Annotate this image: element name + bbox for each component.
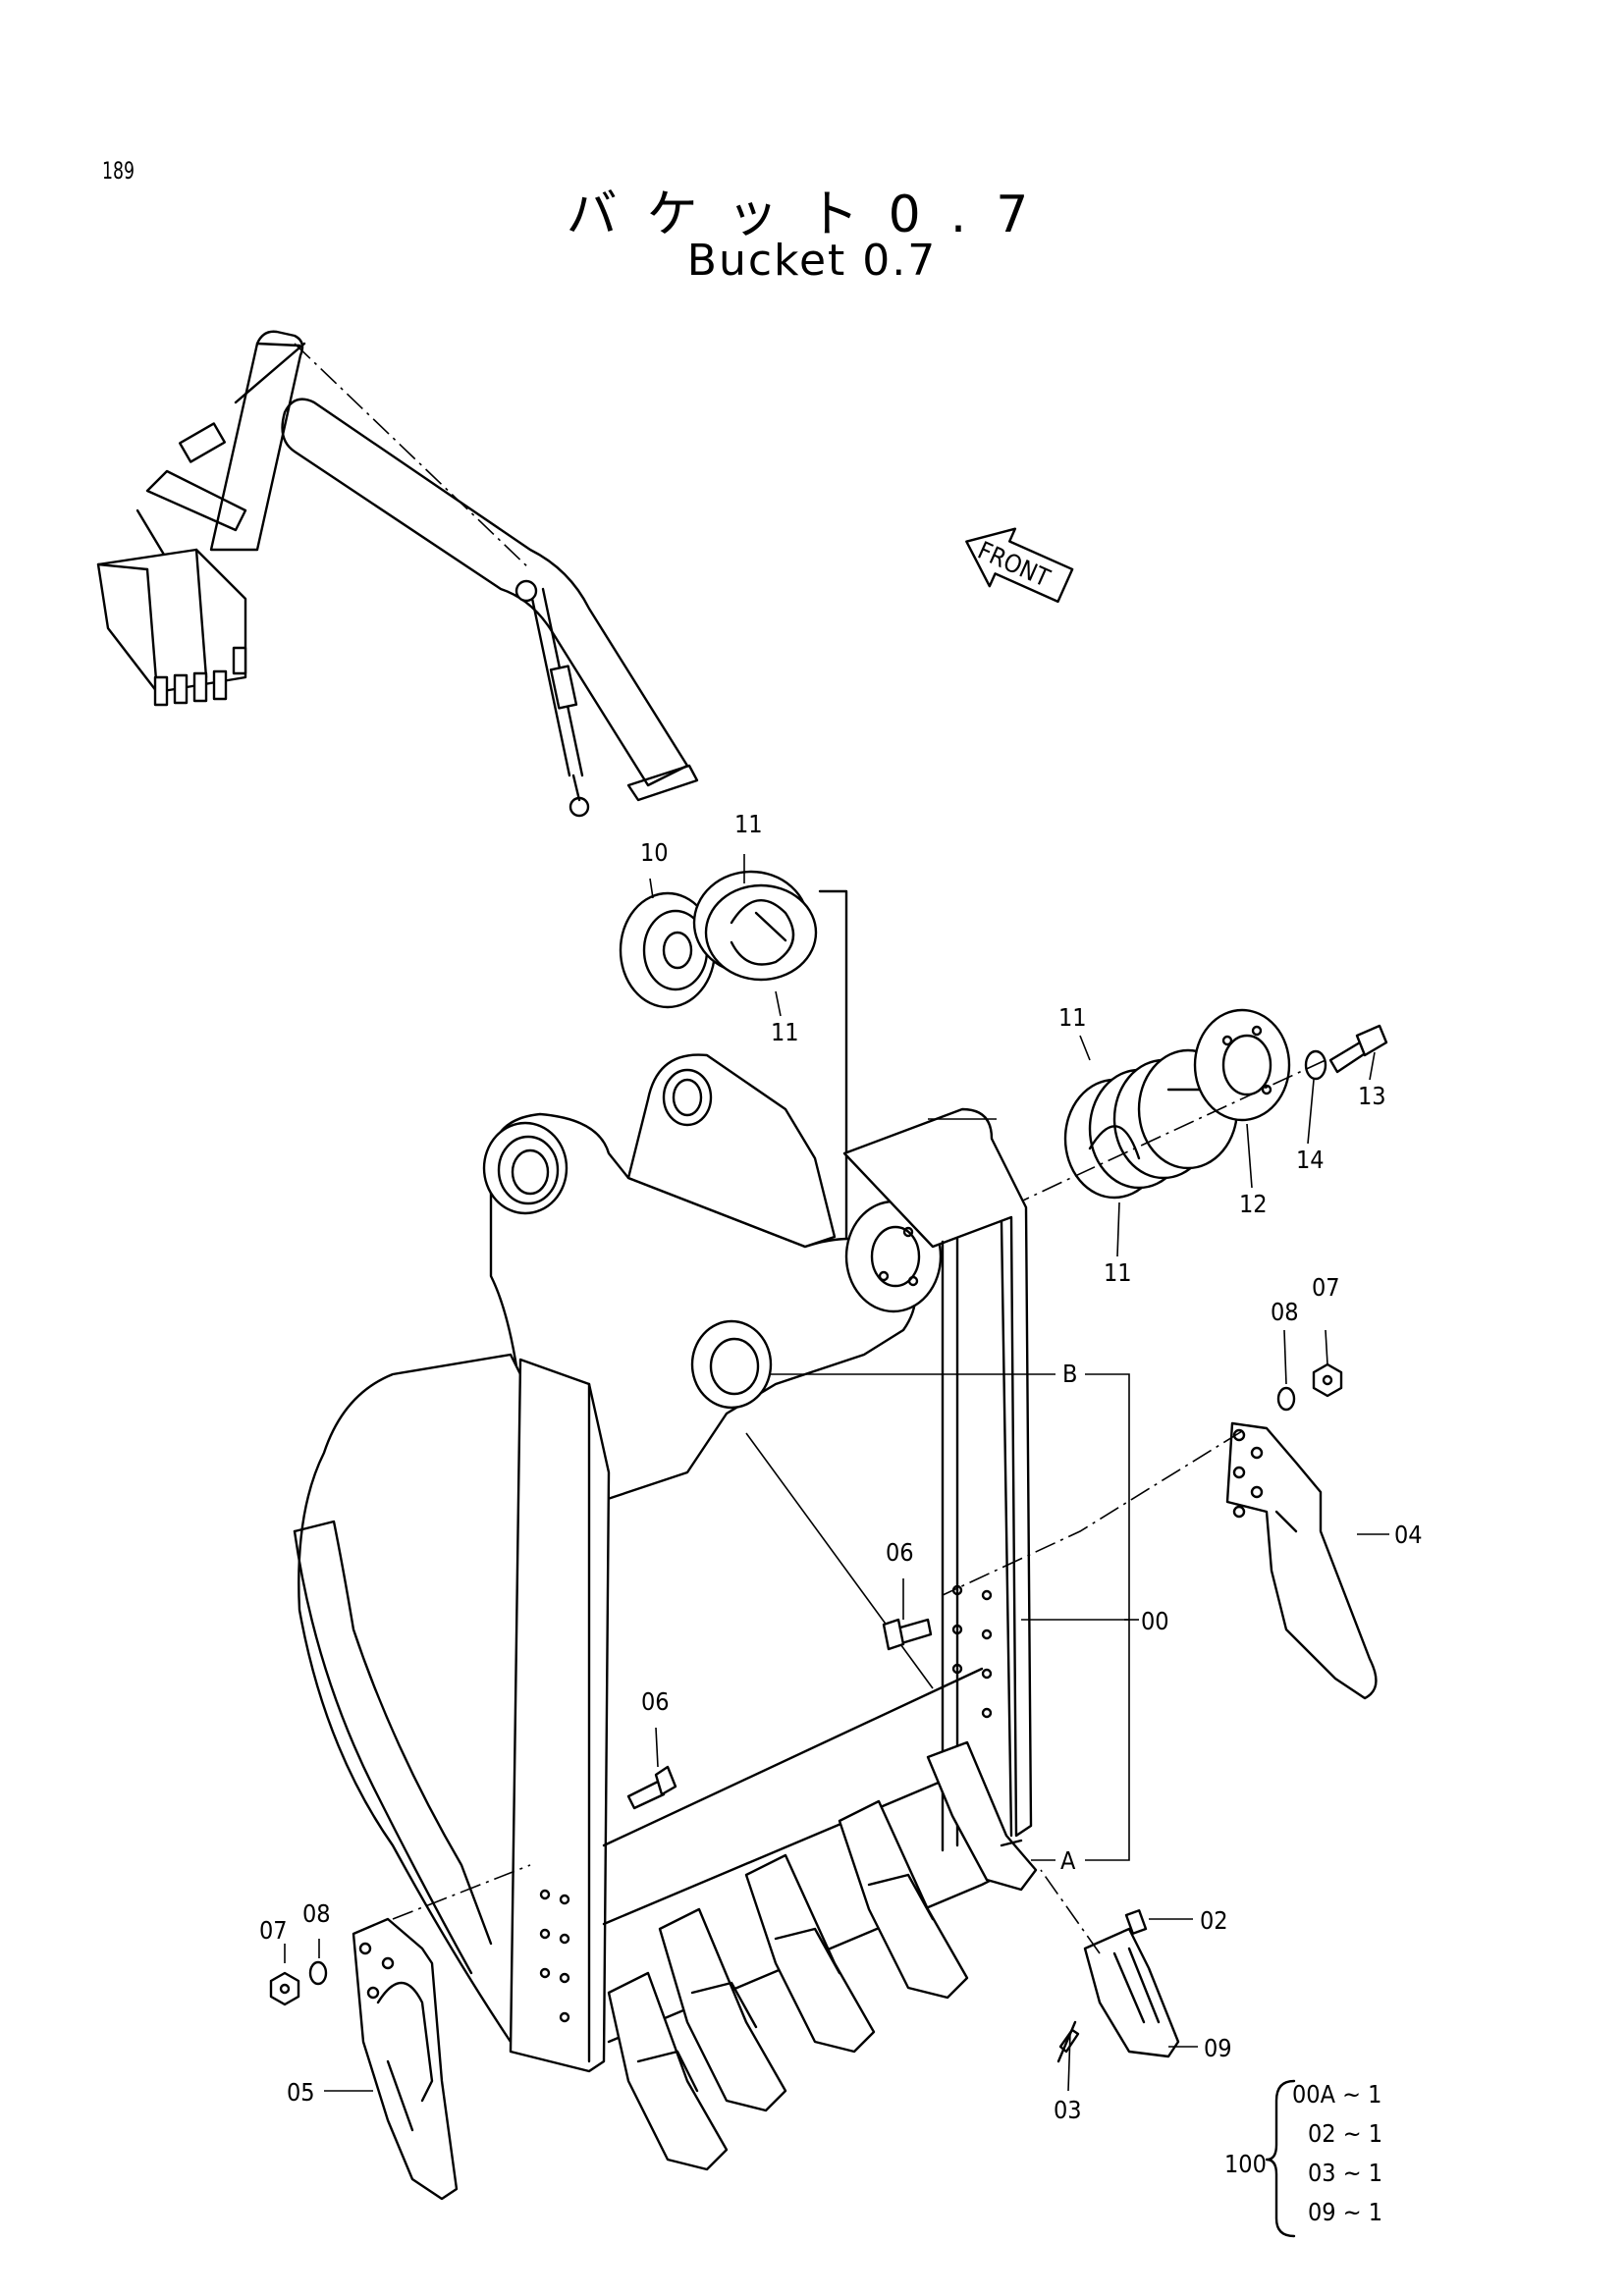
bucket-teeth [607, 1740, 1180, 2171]
page-number: 189 [102, 157, 135, 185]
tooth-5 [926, 1740, 1038, 1892]
bucket-body [293, 1053, 1033, 2073]
assembly-number: 100 [1224, 2150, 1267, 2178]
callout-A: A [1060, 1846, 1076, 1875]
callout-labels: 10 11 11 11 11 12 13 14 08 07 B 04 06 00… [259, 810, 1423, 2124]
side-cutter-bolt-holes-left [539, 1889, 570, 2023]
callout-02: 02 [1200, 1906, 1228, 1935]
pin-03 [1056, 2020, 1080, 2063]
side-cutter-04 [1225, 1421, 1378, 1700]
tooth-4 [838, 1799, 969, 2000]
callout-13: 13 [1358, 1082, 1386, 1110]
tooth-point-09 [1083, 1927, 1180, 2058]
plate-12 [1193, 1008, 1291, 1122]
callout-11-left-lower: 11 [771, 1018, 799, 1046]
shim-plate-11-left [692, 870, 818, 982]
nut-07-left [269, 1971, 300, 2006]
title-english: Bucket 0.7 [686, 236, 938, 286]
assembly-line-2: 02 ~ 1 [1308, 2119, 1382, 2148]
assembly-line-1: 00A ~ 1 [1292, 2080, 1381, 2109]
tooth-2 [658, 1907, 787, 2112]
washer-08-left [308, 1960, 328, 1986]
assembly-line-4: 09 ~ 1 [1308, 2198, 1382, 2226]
side-cutter-05 [352, 1917, 459, 2201]
assembly-line-3: 03 ~ 1 [1308, 2159, 1382, 2187]
callout-14: 14 [1296, 1146, 1325, 1174]
callout-11-right-lower: 11 [1104, 1258, 1132, 1287]
side-cutter-bolt-holes-right [951, 1584, 993, 1719]
title-japanese: バケット0.7 [566, 186, 1058, 244]
callout-11-top: 11 [734, 810, 763, 838]
callout-06-right: 06 [886, 1538, 914, 1567]
nut-07-right [1312, 1362, 1343, 1398]
excavator-arm-illustration [96, 330, 699, 818]
washer-08-right [1276, 1386, 1296, 1412]
callout-05: 05 [287, 2078, 315, 2107]
callout-B: B [1062, 1360, 1077, 1388]
callout-00: 00 [1141, 1607, 1169, 1635]
bolt-13 [1328, 1024, 1388, 1074]
tooth-1 [607, 1971, 729, 2171]
callout-04: 04 [1394, 1521, 1423, 1549]
leader-lines [284, 854, 1389, 2092]
callout-12: 12 [1239, 1190, 1268, 1218]
callout-06-left: 06 [641, 1687, 670, 1716]
bolt-06-left [626, 1765, 677, 1810]
callout-09: 09 [1204, 2034, 1232, 2062]
callout-10: 10 [640, 838, 669, 867]
lock-pin-02 [1124, 1909, 1148, 1935]
arm-bucket-teeth [153, 646, 247, 707]
callout-03: 03 [1054, 2096, 1082, 2124]
front-direction-arrow: FRONT [965, 527, 1074, 604]
callout-08-left: 08 [302, 1899, 331, 1928]
callout-07-right: 07 [1312, 1273, 1340, 1302]
callout-07-left: 07 [259, 1916, 288, 1945]
tooth-3 [744, 1853, 876, 2054]
assembly-table: 100 00A ~ 1 02 ~ 1 03 ~ 1 09 ~ 1 [1224, 2079, 1382, 2238]
callout-11-right-upper: 11 [1058, 1003, 1087, 1032]
bolt-06-right [882, 1618, 933, 1651]
callout-08-right: 08 [1271, 1298, 1299, 1326]
